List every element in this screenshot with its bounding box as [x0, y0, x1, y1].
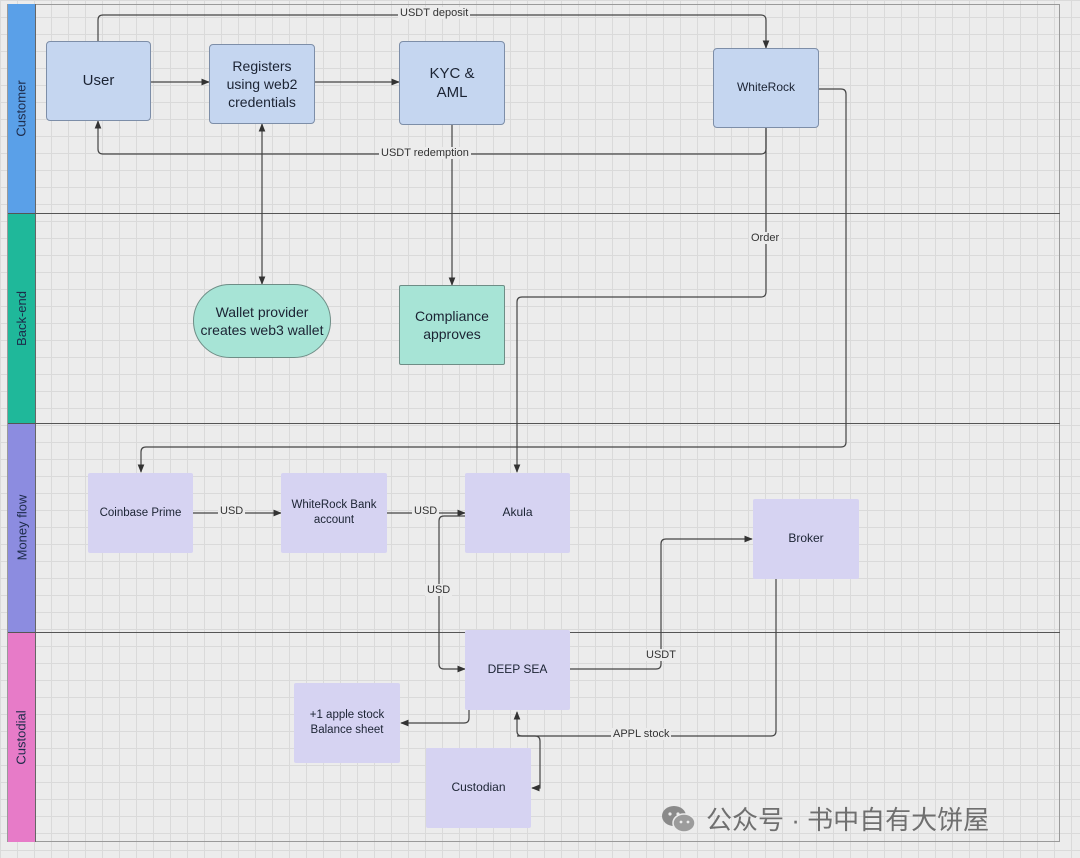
node-akula[interactable]: Akula: [465, 473, 570, 553]
node-kyc-aml[interactable]: KYC & AML: [399, 41, 505, 125]
edge-order: [513, 128, 767, 473]
lane-custodial: Custodial: [8, 632, 36, 842]
lane-separator: [8, 213, 1060, 214]
edge-label-usdt: USDT: [644, 649, 678, 661]
lane-customer: Customer: [8, 4, 36, 213]
node-whiterock[interactable]: WhiteRock: [713, 48, 819, 128]
edge-deepsea-broker: [570, 535, 753, 670]
edge-label-order: Order: [749, 232, 782, 244]
node-wallet-provider[interactable]: Wallet provider creates web3 wallet: [193, 284, 331, 358]
wechat-icon: [662, 805, 696, 833]
edge-deepsea-balance: [400, 710, 470, 727]
edge-label-usd-3: USD: [425, 584, 453, 596]
lane-back-end: Back-end: [8, 213, 36, 423]
edge-whiterock-coinbase: [137, 88, 847, 473]
node-user[interactable]: User: [46, 41, 151, 121]
watermark-text: 公众号 · 书中自有大饼屋: [706, 805, 990, 835]
node-whiterock-bank[interactable]: WhiteRock Bank account: [281, 473, 387, 553]
node-registers[interactable]: Registers using web2 credentials: [209, 44, 315, 124]
edge-label-usd-2: USD: [412, 505, 440, 517]
lane-money-flow: Money flow: [8, 423, 36, 632]
lane-separator: [8, 423, 1060, 424]
edge-label-usdt-redemption: USDT redemption: [379, 147, 471, 159]
node-compliance[interactable]: Compliance approves: [399, 285, 505, 365]
node-custodian[interactable]: Custodian: [426, 748, 531, 828]
watermark: 公众号 · 书中自有大饼屋: [660, 800, 989, 837]
node-broker[interactable]: Broker: [753, 499, 859, 579]
node-coinbase-prime[interactable]: Coinbase Prime: [88, 473, 193, 553]
edge-custodian: [517, 735, 541, 792]
edge-label-usd-1: USD: [218, 505, 246, 517]
edge-label-appl-stock: APPL stock: [611, 728, 672, 740]
node-balance-sheet[interactable]: +1 apple stock Balance sheet: [294, 683, 400, 763]
edge-label-usdt-deposit: USDT deposit: [398, 7, 471, 19]
node-deep-sea[interactable]: DEEP SEA: [465, 630, 570, 710]
